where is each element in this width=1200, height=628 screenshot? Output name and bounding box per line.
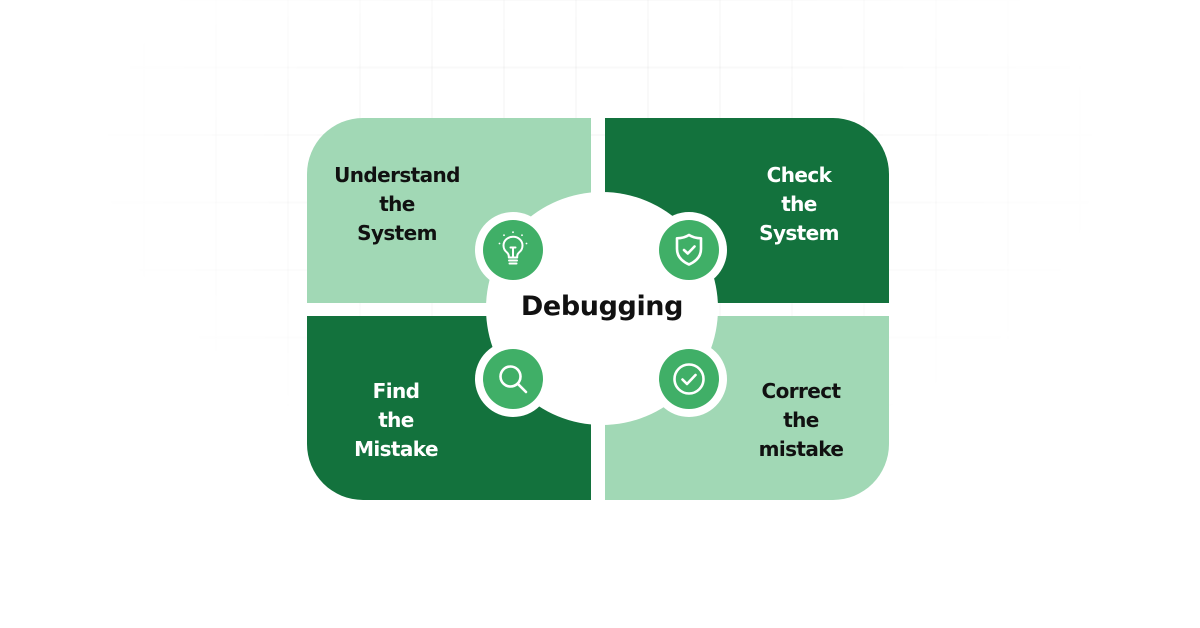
label-line: the [379, 192, 415, 216]
label-line: the [378, 408, 414, 432]
check-circle-icon [673, 363, 705, 395]
icon-badge [659, 349, 719, 409]
label-line: the [781, 192, 817, 216]
label-line: mistake [758, 437, 844, 461]
label-line: System [759, 221, 839, 245]
icon-ring-check [651, 212, 727, 288]
label-line: Understand [334, 163, 460, 187]
icon-ring-find [475, 341, 551, 417]
label-line: System [357, 221, 437, 245]
search-icon [499, 365, 528, 394]
label-line: Check [766, 163, 832, 187]
diagram-title: Debugging [520, 291, 684, 322]
icon-badge [483, 349, 543, 409]
label-understand-the-system: Understand the System [297, 161, 497, 248]
icon-badge [483, 220, 543, 280]
label-find-the-mistake: Find the Mistake [296, 377, 496, 464]
label-line: the [783, 408, 819, 432]
label-line: Find [372, 379, 420, 403]
label-line: Correct [761, 379, 842, 403]
icon-badge [659, 220, 719, 280]
label-check-the-system: Check the System [699, 161, 899, 248]
label-line: Mistake [354, 437, 438, 461]
label-correct-the-mistake: Correct the mistake [701, 377, 901, 464]
shield-check-icon [675, 233, 703, 266]
icon-ring-correct [651, 341, 727, 417]
icon-ring-understand [475, 212, 551, 288]
lightbulb-icon [498, 231, 528, 265]
